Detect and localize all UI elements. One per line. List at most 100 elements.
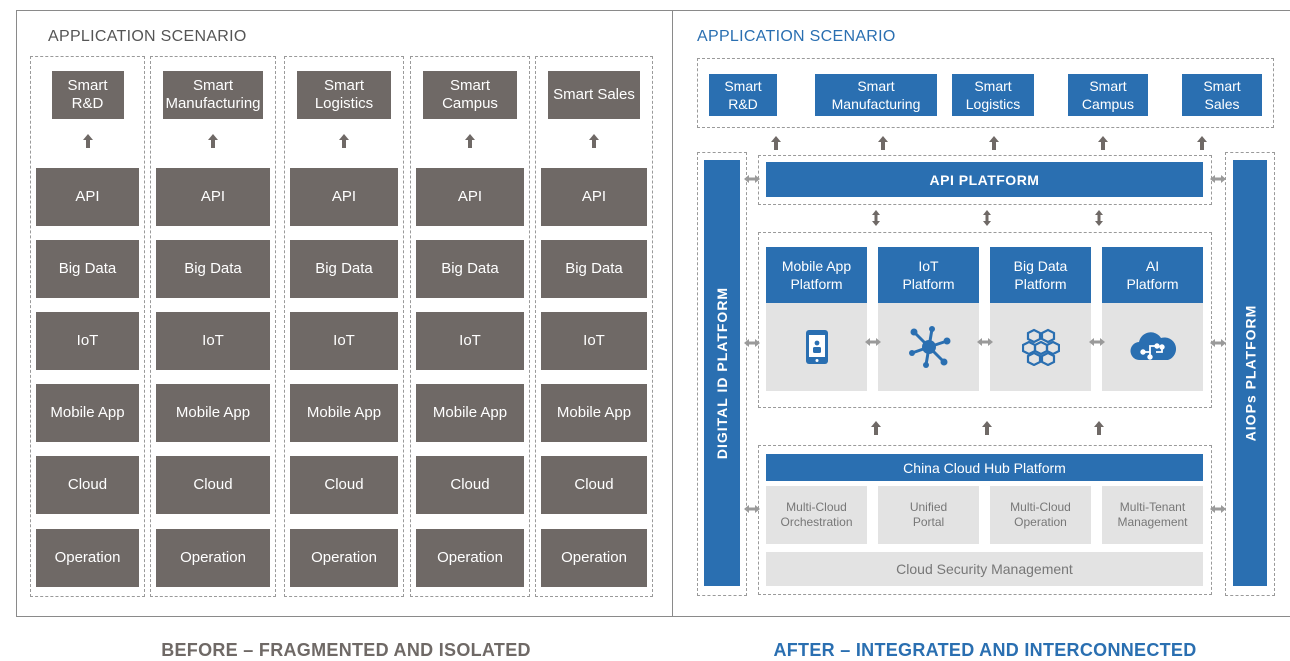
before-layer-box: Cloud: [541, 456, 647, 514]
before-layer-label: IoT: [333, 332, 355, 349]
up-arrow-icon: [871, 421, 881, 435]
aiops-label: AIOPs PLATFORM: [1242, 304, 1259, 442]
before-column: [150, 56, 276, 597]
up-arrow-icon: [1197, 136, 1207, 150]
before-layer-label: API: [75, 188, 100, 205]
arrow-wrapper: [744, 338, 760, 348]
cloud-service-label: Multi-Cloud Operation: [1010, 500, 1071, 529]
before-layer-box: API: [36, 168, 139, 226]
before-layer-box: IoT: [36, 312, 139, 370]
before-layer-box: Operation: [156, 529, 270, 587]
platform-header: AI Platform: [1102, 247, 1203, 303]
platform-label: IoT Platform: [902, 258, 955, 292]
up-arrow-icon: [208, 134, 218, 148]
arrow-wrapper: [1196, 136, 1208, 150]
platform-icon-area: [766, 303, 867, 391]
up-arrow-icon: [771, 136, 781, 150]
arrow-wrapper: [865, 337, 881, 347]
arrow-wrapper: [1097, 136, 1109, 150]
arrow-wrapper: [1210, 174, 1226, 184]
before-layer-label: Cloud: [67, 476, 108, 493]
before-layer-label: Cloud: [193, 476, 233, 493]
before-layer-label: Mobile App: [50, 404, 125, 421]
arrow-wrapper: [82, 134, 94, 148]
before-app-box: Smart R&D: [51, 71, 124, 119]
before-layer-box: API: [416, 168, 524, 226]
before-app-box: Smart Campus: [423, 71, 517, 119]
left-right-arrow-icon: [1210, 175, 1226, 183]
before-layer-label: Big Data: [441, 260, 499, 277]
before-layer-label: API: [200, 188, 226, 205]
mobile-phone-icon: [805, 330, 828, 364]
up-down-arrow-icon: [983, 210, 991, 226]
platforms-container: [758, 232, 1212, 408]
cloud-service-box: Multi-Cloud Orchestration: [766, 486, 867, 544]
before-layer-box: Mobile App: [541, 384, 647, 442]
before-layer-label: IoT: [202, 332, 224, 349]
cloud-service-box: Multi-Tenant Management: [1102, 486, 1203, 544]
up-down-arrow-icon: [872, 210, 880, 226]
up-arrow-icon: [465, 134, 475, 148]
before-layer-label: API: [331, 188, 357, 205]
arrow-wrapper: [744, 504, 760, 514]
before-layer-label: IoT: [583, 332, 605, 349]
before-layer-label: Mobile App: [556, 404, 632, 421]
up-arrow-icon: [82, 134, 93, 148]
before-layer-label: Cloud: [450, 476, 490, 493]
before-layer-box: Big Data: [36, 240, 139, 298]
cloud-service-box: Multi-Cloud Operation: [990, 486, 1091, 544]
up-arrow-icon: [878, 136, 888, 150]
arrow-wrapper: [870, 210, 882, 226]
before-layer-label: Big Data: [58, 260, 117, 277]
arrow-wrapper: [988, 136, 1000, 150]
digital-id-container: [697, 152, 747, 596]
before-layer-box: IoT: [156, 312, 270, 370]
up-arrow-icon: [1094, 421, 1104, 435]
arrow-wrapper: [1210, 338, 1226, 348]
before-layer-label: Cloud: [574, 476, 614, 493]
before-app-box: Smart Logistics: [297, 71, 391, 119]
platform-header: IoT Platform: [878, 247, 979, 303]
before-layer-label: Operation: [561, 549, 627, 566]
up-arrow-icon: [1098, 136, 1108, 150]
before-layer-box: Mobile App: [36, 384, 139, 442]
before-layer-box: Operation: [290, 529, 398, 587]
before-layer-box: Operation: [416, 529, 524, 587]
digital-id-label: DIGITAL ID PLATFORM: [714, 286, 730, 460]
after-app-box: Smart R&D: [709, 74, 777, 116]
before-layer-label: Mobile App: [306, 404, 382, 421]
before-layer-box: Operation: [36, 529, 139, 587]
before-layer-box: IoT: [290, 312, 398, 370]
before-layer-label: Big Data: [565, 260, 623, 277]
left-right-arrow-icon: [744, 175, 760, 183]
arrow-wrapper: [1093, 421, 1105, 435]
before-layer-label: Big Data: [184, 260, 242, 277]
platform-header: Big Data Platform: [990, 247, 1091, 303]
platform-label: Mobile App Platform: [781, 258, 852, 292]
aiops-platform: AIOPs PLATFORM: [1233, 160, 1267, 586]
before-layer-box: Big Data: [156, 240, 270, 298]
platform-header: Mobile App Platform: [766, 247, 867, 303]
before-layer-box: Big Data: [541, 240, 647, 298]
left-right-arrow-icon: [865, 338, 881, 346]
before-layer-box: IoT: [541, 312, 647, 370]
before-layer-box: Cloud: [416, 456, 524, 514]
api-platform-label: API PLATFORM: [929, 171, 1040, 188]
up-down-arrow-icon: [1095, 210, 1103, 226]
after-section-title: APPLICATION SCENARIO: [697, 28, 896, 45]
iot-network-icon: [908, 326, 950, 368]
before-layer-box: API: [156, 168, 270, 226]
before-layer-label: Mobile App: [175, 404, 251, 421]
before-app-label: Smart Sales: [553, 86, 635, 103]
before-layer-box: Cloud: [290, 456, 398, 514]
before-column: [535, 56, 653, 597]
aiops-container: [1225, 152, 1275, 596]
before-app-label: Smart Logistics: [314, 77, 374, 112]
arrow-wrapper: [870, 421, 882, 435]
after-app-label: Smart Sales: [1203, 78, 1241, 112]
cloud-service-label: Unified Portal: [909, 500, 948, 529]
before-layer-label: IoT: [76, 332, 99, 349]
after-app-box: Smart Logistics: [952, 74, 1034, 116]
up-arrow-icon: [339, 134, 349, 148]
arrow-wrapper: [977, 337, 993, 347]
